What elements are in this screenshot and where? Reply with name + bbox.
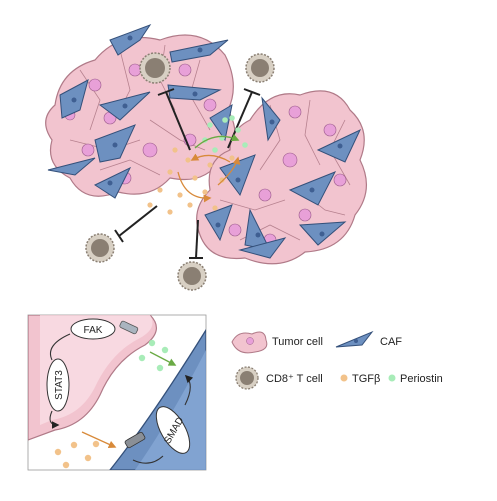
legend-t-cell-label: CD8⁺ T cell xyxy=(266,373,323,385)
fak-label: FAK xyxy=(84,325,103,336)
tgfb-arrow-bottom xyxy=(217,156,241,186)
legend-tumor-cell-label: Tumor cell xyxy=(272,336,323,348)
signaling-inset: FAK STAT3 SMAD xyxy=(27,314,207,471)
legend-caf-label: CAF xyxy=(380,336,402,348)
legend-t-cell: CD8⁺ T cell xyxy=(235,366,323,390)
periostin-particles xyxy=(202,115,248,153)
t-cells xyxy=(85,52,275,291)
stat3-label: STAT3 xyxy=(54,370,65,400)
t-cell-bottom-left xyxy=(85,233,115,263)
legend-periostin: Periostin xyxy=(388,373,443,385)
legend-tgfb-label: TGFβ xyxy=(352,373,380,385)
legend-caf: CAF xyxy=(335,330,402,348)
receptor-top xyxy=(119,320,139,335)
fak-node: FAK xyxy=(70,318,116,340)
smad-node: SMAD xyxy=(155,406,191,454)
tgfb-arrow-right xyxy=(190,153,231,163)
t-cell-top-left xyxy=(139,52,171,84)
tgfb-arrow-left xyxy=(177,171,212,203)
left-tumor-cluster xyxy=(45,23,236,199)
legend-tumor-cell: Tumor cell xyxy=(231,331,323,354)
t-cell-top-right xyxy=(245,53,275,83)
legend: Tumor cell CAF CD8⁺ T cell TGFβ Periosti… xyxy=(231,330,443,390)
receptor-bottom xyxy=(124,431,146,449)
legend-periostin-label: Periostin xyxy=(400,373,443,385)
inhibit-bottom-left xyxy=(114,205,158,243)
legend-tgfb: TGFβ xyxy=(340,373,380,385)
inhibit-top-left xyxy=(157,88,191,151)
periostin-arrow xyxy=(194,133,240,149)
t-cell-bottom-middle xyxy=(177,261,207,291)
inhibit-bottom-middle xyxy=(189,219,203,259)
stat3-node: STAT3 xyxy=(46,358,70,412)
signaling-arrows xyxy=(177,133,241,203)
